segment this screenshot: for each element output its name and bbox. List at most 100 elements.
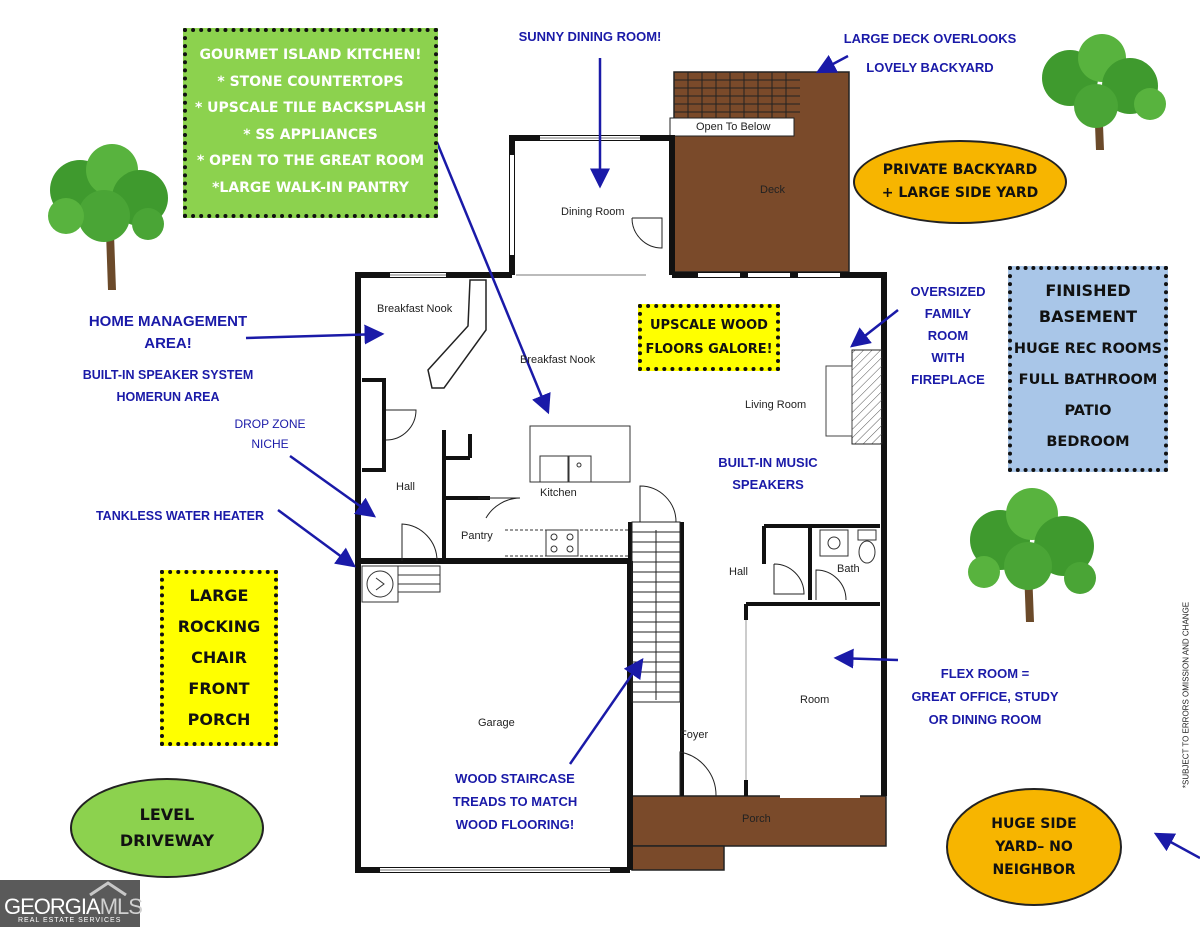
side-yard-line: NEIGHBOR: [992, 861, 1076, 878]
family-room-callout: OVERSIZED FAMILY ROOM WITH FIREPLACE: [900, 281, 996, 391]
driveway-line: DRIVEWAY: [119, 831, 215, 850]
tree-icon: [968, 488, 1096, 622]
bath-fixtures: [819, 529, 877, 564]
breakfast-counter: [427, 279, 487, 389]
front-porch-box: LARGE ROCKING CHAIR FRONT PORCH: [160, 570, 278, 746]
basement-line: HUGE REC ROOMS: [1013, 341, 1163, 357]
kitchen-box-line: *LARGE WALK-IN PANTRY: [212, 179, 409, 196]
deck-area: [673, 71, 850, 273]
logo-tagline: REAL ESTATE SERVICES: [18, 917, 122, 924]
staircase-callout: WOOD STAIRCASE TREADS TO MATCH WOOD FLOO…: [440, 767, 590, 836]
room-label-dining-room: Dining Room: [561, 206, 625, 218]
drop-zone-callout: DROP ZONE NICHE: [220, 414, 320, 454]
room-label-breakfast-nook: Breakfast Nook: [377, 303, 453, 315]
flex-room-line: FLEX ROOM =: [940, 666, 1030, 681]
side-yard-line: HUGE SIDE: [991, 815, 1077, 832]
room-label-room: Room: [800, 694, 830, 706]
music-line: BUILT-IN MUSIC: [718, 455, 818, 470]
deck-stairs: [674, 72, 800, 118]
dining-callout: SUNNY DINING ROOM!: [518, 29, 662, 44]
home-management-line: AREA!: [144, 335, 192, 352]
backyard-oval: PRIVATE BACKYARD + LARGE SIDE YARD: [853, 140, 1067, 224]
home-management-callout: HOME MANAGEMENT AREA!: [60, 311, 276, 355]
front-porch-line: CHAIR: [191, 648, 247, 667]
family-room-line: FAMILY: [924, 306, 972, 321]
basement-box: FINISHED BASEMENT HUGE REC ROOMS FULL BA…: [1008, 266, 1168, 472]
speaker-line: BUILT-IN SPEAKER SYSTEM: [82, 368, 254, 382]
room-label-breakfast-nook-2: Breakfast Nook: [520, 354, 596, 366]
front-porch-line: FRONT: [188, 679, 250, 698]
kitchen-box-line: * OPEN TO THE GREAT ROOM: [196, 153, 425, 169]
room-label-hall-2: Hall: [729, 566, 748, 578]
kitchen-island: [505, 425, 631, 557]
wood-floors-line: UPSCALE WOOD: [650, 318, 768, 333]
flex-room-line: GREAT OFFICE, STUDY: [911, 689, 1059, 704]
family-room-line: WITH: [931, 350, 965, 365]
deck-callout-line: LOVELY BACKYARD: [866, 60, 994, 75]
water-heater: [361, 565, 441, 603]
tree-icon: [1042, 34, 1166, 150]
roof-icon: [89, 881, 127, 896]
georgia-mls-logo: GEORGIAMLS REAL ESTATE SERVICES: [0, 880, 143, 927]
room-label-open-to-below: Open To Below: [696, 121, 771, 133]
kitchen-box-line: * STONE COUNTERTOPS: [217, 73, 404, 90]
interior-staircase: [631, 521, 681, 703]
driveway-oval: LEVEL DRIVEWAY: [70, 778, 264, 878]
basement-line: BEDROOM: [1046, 434, 1130, 450]
home-management-line: HOME MANAGEMENT: [88, 313, 248, 330]
porch-step: [631, 845, 725, 871]
front-porch-line: ROCKING: [177, 617, 261, 636]
basement-title: BASEMENT: [1038, 307, 1138, 326]
front-porch-line: PORCH: [187, 710, 251, 729]
music-line: SPEAKERS: [732, 477, 804, 492]
logo-brand-mls: MLS: [99, 894, 143, 919]
kitchen-feature-box: GOURMET ISLAND KITCHEN! * STONE COUNTERT…: [183, 28, 438, 218]
open-to-below-box: [669, 117, 795, 137]
drop-zone-line: DROP ZONE: [234, 417, 306, 431]
room-label-garage: Garage: [478, 717, 515, 729]
backyard-line: PRIVATE BACKYARD: [882, 162, 1038, 178]
basement-line: FULL BATHROOM: [1018, 372, 1158, 388]
basement-line: PATIO: [1064, 403, 1112, 419]
logo-brand: GEORGIAMLS: [4, 894, 143, 920]
room-label-deck: Deck: [760, 184, 786, 196]
backyard-line: + LARGE SIDE YARD: [881, 185, 1039, 201]
deck-callout-line: LARGE DECK OVERLOOKS: [843, 31, 1017, 46]
room-label-hall: Hall: [396, 481, 415, 493]
water-heater-callout: TANKLESS WATER HEATER: [95, 509, 265, 523]
music-speakers-callout: BUILT-IN MUSIC SPEAKERS: [700, 452, 836, 496]
side-yard-line: YARD– NO: [995, 838, 1073, 855]
deck-callout: LARGE DECK OVERLOOKS LOVELY BACKYARD: [840, 24, 1020, 82]
kitchen-box-line: * SS APPLIANCES: [243, 126, 378, 143]
room-label-living-room: Living Room: [745, 399, 807, 411]
disclaimer-text: *SUBJECT TO ERRORS OMISSION AND CHANGE: [1181, 601, 1191, 789]
driveway-line: LEVEL: [139, 805, 195, 824]
room-label-porch: Porch: [742, 813, 771, 825]
room-label-kitchen: Kitchen: [540, 487, 577, 499]
wood-floors-box: UPSCALE WOOD FLOORS GALORE!: [638, 304, 780, 371]
kitchen-box-line: * UPSCALE TILE BACKSPLASH: [194, 100, 427, 116]
side-yard-oval: HUGE SIDE YARD– NO NEIGHBOR: [946, 788, 1122, 906]
basement-title: FINISHED: [1045, 281, 1131, 300]
family-room-line: OVERSIZED: [910, 284, 986, 299]
kitchen-box-title: GOURMET ISLAND KITCHEN!: [199, 47, 422, 63]
tree-icon: [48, 144, 168, 290]
family-room-line: ROOM: [927, 328, 969, 343]
staircase-line: WOOD FLOORING!: [455, 817, 575, 832]
room-label-foyer: Foyer: [680, 729, 709, 741]
room-label-bath: Bath: [837, 563, 860, 575]
door-swings: [385, 217, 847, 797]
staircase-line: WOOD STAIRCASE: [455, 771, 575, 786]
front-porch-line: LARGE: [189, 586, 249, 605]
speaker-system-callout: BUILT-IN SPEAKER SYSTEM HOMERUN AREA: [60, 364, 276, 408]
callout-arrows: [245, 54, 1200, 860]
logo-brand-georgia: GEORGIA: [4, 894, 101, 919]
wood-floors-line: FLOORS GALORE!: [645, 342, 773, 357]
room-label-pantry: Pantry: [461, 530, 493, 542]
family-room-line: FIREPLACE: [911, 372, 985, 387]
staircase-line: TREADS TO MATCH: [452, 794, 578, 809]
fireplace: [851, 349, 883, 445]
flex-room-line: OR DINING ROOM: [928, 712, 1042, 727]
speaker-line: HOMERUN AREA: [116, 390, 220, 404]
